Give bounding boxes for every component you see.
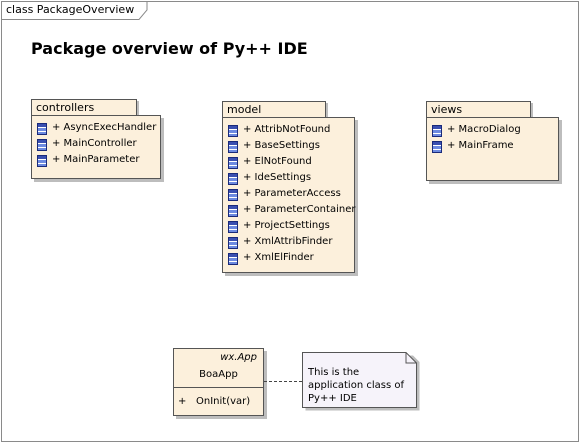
operation-signature: OnInit(var) [196, 396, 251, 407]
member-label: + MainFrame [447, 140, 514, 151]
frame-label: class PackageOverview [6, 3, 135, 16]
class-name: BoaApp [199, 369, 238, 380]
package-tab: controllers [31, 99, 137, 116]
package-body: + AsyncExecHandler + MainController + Ma… [31, 115, 161, 179]
class-icon [37, 123, 47, 135]
diagram-title: Package overview of Py++ IDE [31, 39, 308, 58]
class-icon [432, 125, 442, 137]
class-icon [228, 237, 238, 249]
member-label: + MainParameter [52, 154, 140, 165]
operation-visibility: + [178, 396, 187, 407]
class-icon [228, 205, 238, 217]
member-label: + ProjectSettings [243, 220, 330, 231]
note-shape [302, 352, 420, 411]
member-label: + MacroDialog [447, 124, 521, 135]
frame-tab-shape [1, 1, 148, 20]
member-label: + AsyncExecHandler [52, 122, 157, 133]
package-body: + AttribNotFound + BaseSettings + ElNotF… [222, 117, 355, 273]
class-icon [228, 221, 238, 233]
package-controllers[interactable]: controllers + AsyncExecHandler + MainCon… [31, 99, 167, 187]
member-label: + XmlAttribFinder [243, 236, 333, 247]
member-label: + ParameterAccess [243, 188, 341, 199]
member-label: + XmlElFinder [243, 252, 314, 263]
class-icon [228, 157, 238, 169]
class-icon [228, 141, 238, 153]
package-model[interactable]: model + AttribNotFound + BaseSettings + … [222, 101, 360, 275]
class-divider [174, 387, 263, 388]
note-connector [264, 381, 302, 382]
package-name: controllers [36, 101, 95, 114]
package-views[interactable]: views + MacroDialog + MainFrame [426, 101, 564, 183]
class-icon [37, 139, 47, 151]
member-label: + ParameterContainer [243, 204, 356, 215]
class-icon [432, 141, 442, 153]
member-label: + MainController [52, 138, 137, 149]
class-icon [228, 173, 238, 185]
package-body: + MacroDialog + MainFrame [426, 117, 559, 181]
package-tab: views [426, 101, 531, 118]
member-label: + IdeSettings [243, 172, 312, 183]
package-tab: model [222, 101, 326, 118]
package-name: model [227, 103, 262, 116]
member-label: + AttribNotFound [243, 124, 331, 135]
note[interactable]: This is the application class of Py++ ID… [302, 352, 420, 411]
class-icon [228, 189, 238, 201]
note-text: This is the application class of Py++ ID… [308, 367, 404, 404]
class-operation[interactable]: + OnInit(var) [178, 396, 250, 407]
class-icon [228, 253, 238, 265]
class-stereotype: wx.App [220, 352, 257, 363]
member-label: + ElNotFound [243, 156, 312, 167]
class-boaapp[interactable]: wx.App BoaApp + OnInit(var) [173, 348, 264, 416]
class-icon [37, 155, 47, 167]
package-name: views [431, 103, 463, 116]
member-label: + BaseSettings [243, 140, 320, 151]
class-icon [228, 125, 238, 137]
